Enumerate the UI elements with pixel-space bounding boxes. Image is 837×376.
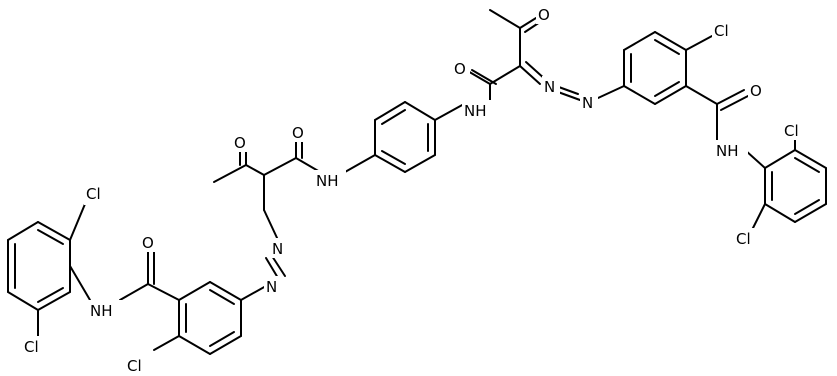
atom-o-left-amide: O xyxy=(142,234,154,252)
atom-o-right-central-amide: O xyxy=(454,60,466,78)
atom-n-left-azo-1: N xyxy=(266,278,277,296)
atom-o-left-ketone: O xyxy=(234,134,246,152)
left-benzamide xyxy=(119,249,267,355)
left-dichlorophenyl-ring xyxy=(7,203,91,339)
right-benzamide xyxy=(623,31,749,141)
atom-cl-left-upper: Cl xyxy=(86,185,101,203)
left-azo-acetoacetyl xyxy=(213,137,321,279)
central-phenylene-ring xyxy=(344,101,465,173)
atom-cl-right-lower: Cl xyxy=(736,230,751,248)
atom-cl-left-lower: Cl xyxy=(24,338,39,356)
atom-o-left-central-amide: O xyxy=(292,124,304,142)
atom-n-left-azo-2: N xyxy=(272,240,283,258)
atom-cl-right-upper: Cl xyxy=(784,122,799,140)
atom-nh-left-amide: NH xyxy=(90,302,113,320)
atom-labels: Cl Cl NH O Cl N N O O NH NH O O N N Cl O xyxy=(22,4,812,375)
atom-o-right-ketone: O xyxy=(538,6,550,24)
atom-cl-left-ring-para: Cl xyxy=(127,357,142,375)
atom-nh-right-amide: NH xyxy=(716,142,739,160)
atom-nh-right-central: NH xyxy=(464,102,487,120)
atom-cl-right-ring-para: Cl xyxy=(714,22,729,40)
atom-nh-left-central: NH xyxy=(316,172,339,190)
right-dichlorophenyl-ring xyxy=(744,137,827,231)
atom-n-right-azo-1: N xyxy=(544,78,555,96)
atom-n-right-azo-2: N xyxy=(582,94,593,112)
atom-o-right-amide: O xyxy=(750,82,762,100)
